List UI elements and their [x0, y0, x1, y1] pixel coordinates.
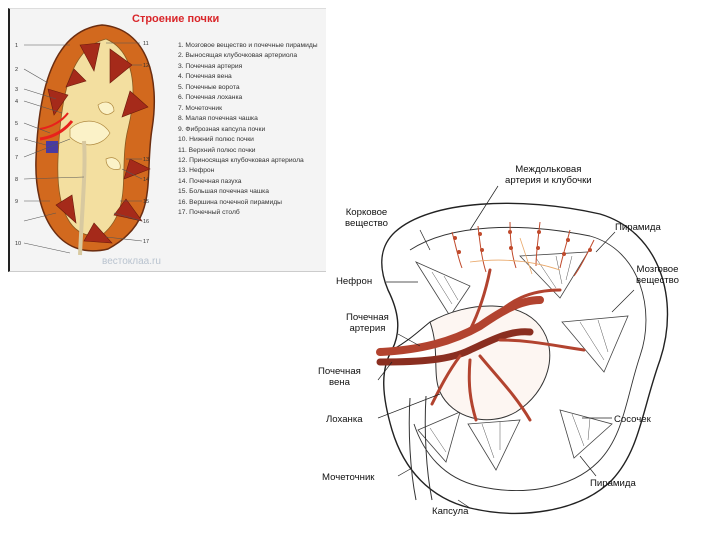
callout-num-16: 16 [143, 219, 149, 225]
label-pyramid-top: Пирамида [615, 222, 661, 233]
legend-item: 6. Почечная лоханка [178, 94, 243, 102]
legend-item: 5. Почечные ворота [178, 83, 240, 91]
legend-item: 8. Малая почечная чашка [178, 115, 258, 123]
glomeruli [453, 230, 592, 256]
callout-num-9: 9 [15, 199, 18, 205]
callout-num-17: 17 [143, 239, 149, 245]
legend-item: 14. Почечная пазуха [178, 177, 242, 185]
leader-lines [377, 185, 635, 509]
legend-item: 13. Нефрон [178, 167, 215, 175]
legend-item: 2. Выносящая клубочковая артериола [178, 52, 298, 60]
cortex-boundary [409, 226, 647, 491]
renal-pyramids [47, 42, 151, 244]
legend-item: 7. Мочеточник [178, 104, 223, 112]
renal-artery-line [39, 120, 74, 141]
callout-num-5: 5 [15, 121, 18, 127]
callout-num-1: 1 [15, 43, 18, 49]
label-pyramid-bottom: Пирамида [590, 478, 636, 489]
label-pelvis: Лоханка [326, 414, 363, 425]
segmental-vessels [430, 268, 586, 422]
label-medulla: Мозговое вещество [636, 264, 679, 286]
callout-num-2: 2 [15, 67, 18, 73]
legend-item: 4. Почечная вена [178, 73, 232, 81]
pyramid-striations [429, 255, 609, 459]
label-nephron: Нефрон [336, 276, 373, 287]
legend-item: 9. Фиброзная капсула почки [178, 125, 266, 133]
renal-calyces [69, 101, 121, 170]
callout-num-13: 13 [143, 157, 149, 163]
callout-num-10: 10 [15, 241, 21, 247]
legend-item: 16. Вершина почечной пирамиды [178, 198, 282, 206]
medulla-pyramids [414, 251, 629, 471]
legend-item: 10. Нижний полюс почки [178, 136, 254, 144]
callout-lines-right [105, 42, 143, 242]
renal-vein-vessel [376, 328, 534, 366]
callout-num-8: 8 [15, 177, 18, 183]
callout-num-6: 6 [15, 137, 18, 143]
legend-item: 12. Приносящая клубочковая артериола [178, 156, 304, 164]
kidney-structure-figure: Строение почки [8, 8, 326, 272]
legend-item: 3. Почечная артерия [178, 62, 243, 70]
renal-artery-branch [39, 112, 69, 130]
label-papilla: Сосочек [614, 414, 651, 425]
ureter-line [78, 140, 87, 256]
legend-item: 1. Мозговое вещество и почечные пирамиды [178, 42, 318, 49]
renal-artery-vessel [376, 296, 544, 356]
callout-num-3: 3 [15, 87, 18, 93]
ureter-outline-right [424, 395, 433, 501]
label-capsule: Капсула [432, 506, 469, 517]
callout-num-4: 4 [15, 99, 18, 105]
callout-num-11: 11 [143, 41, 149, 47]
legend-item: 11. Верхний полюс почки [178, 146, 256, 154]
kidney-cross-section: 1 2 3 4 5 6 7 8 9 10 11 12 13 14 15 16 1… [15, 24, 155, 256]
renal-vein-mark [46, 141, 58, 153]
callout-num-15: 15 [143, 199, 149, 205]
watermark: вестоклаа.ru [102, 256, 161, 267]
legend-list: 1. Мозговое вещество и почечные пирамиды… [178, 41, 328, 219]
figure-title: Строение почки [132, 13, 220, 25]
arcuate-vessels [469, 237, 561, 275]
legend-item: 17. Почечный столб [178, 209, 240, 217]
label-ureter: Мочеточник [322, 472, 375, 483]
label-cortex: Корковое вещество [345, 207, 388, 229]
label-interlobular-artery: Междольковая артерия и клубочки [505, 164, 592, 186]
callout-num-7: 7 [15, 155, 18, 161]
label-renal-artery: Почечная артерия [346, 312, 389, 334]
ureter-outline-left [408, 397, 417, 501]
label-renal-vein: Почечная вена [318, 366, 361, 388]
legend-item: 15. Большая почечная чашка [178, 188, 269, 196]
callout-num-14: 14 [143, 177, 149, 183]
callout-lines-left [23, 44, 85, 254]
callout-num-12: 12 [143, 63, 149, 69]
